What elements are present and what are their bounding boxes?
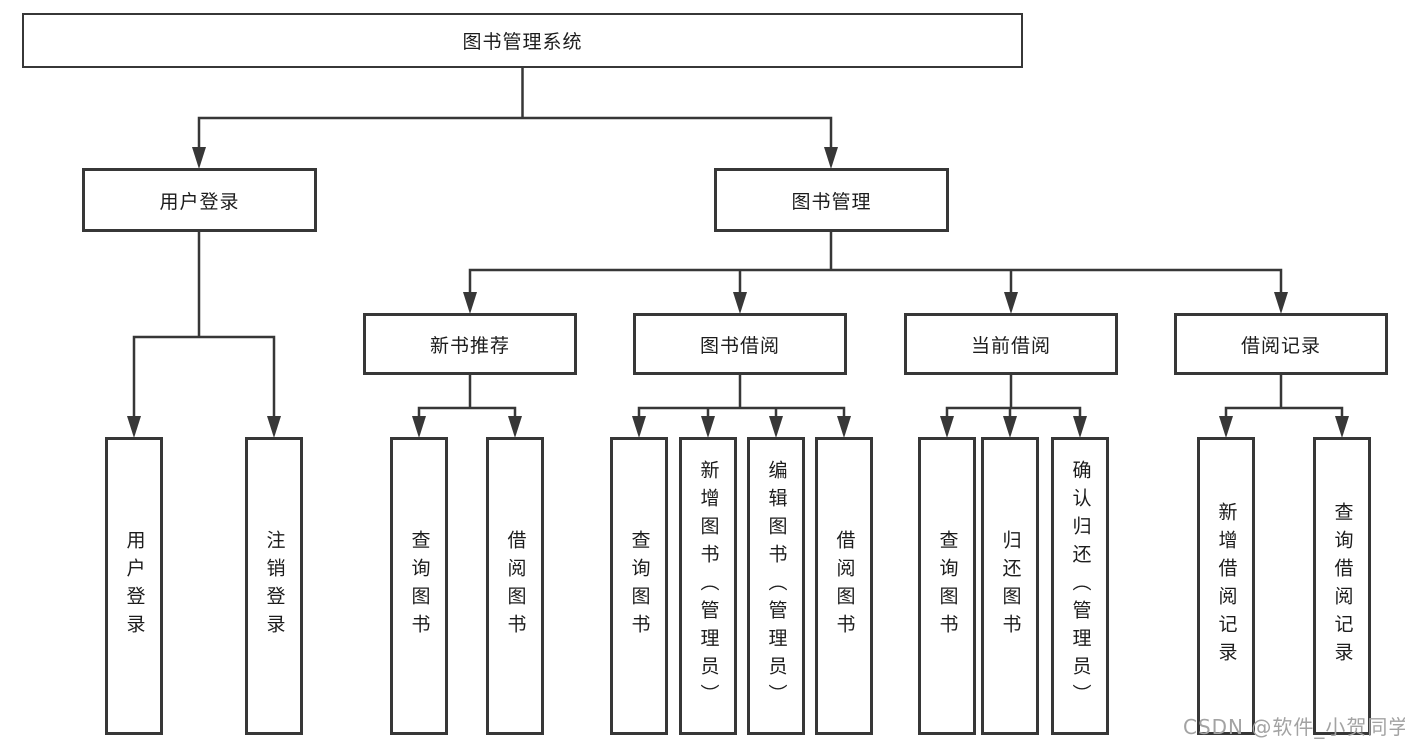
node-label: 用户登录 bbox=[159, 190, 240, 213]
leaf-confirm-return-admin: 确认归还（管理员） bbox=[1051, 437, 1109, 735]
arrowhead-icon bbox=[632, 416, 646, 438]
arrowhead-icon bbox=[1004, 292, 1018, 314]
node-label: 借阅图书 bbox=[833, 530, 856, 642]
arrowhead-icon bbox=[412, 416, 426, 438]
node-current-borrowing: 当前借阅 bbox=[904, 313, 1118, 375]
leaf-return-books: 归还图书 bbox=[981, 437, 1039, 735]
node-label: 注销登录 bbox=[263, 530, 286, 642]
node-book-management: 图书管理 bbox=[714, 168, 949, 232]
leaf-query-books-recommend: 查询图书 bbox=[390, 437, 448, 735]
leaf-query-books-borrowing: 查询图书 bbox=[610, 437, 668, 735]
node-label: 查询借阅记录 bbox=[1331, 502, 1354, 670]
node-label: 用户登录 bbox=[123, 530, 146, 642]
arrowhead-icon bbox=[267, 416, 281, 438]
arrowhead-icon bbox=[769, 416, 783, 438]
arrowhead-icon bbox=[1073, 416, 1087, 438]
node-label: 新增图书（管理员） bbox=[697, 460, 720, 712]
arrowhead-icon bbox=[192, 147, 206, 169]
leaf-borrow-books-recommend: 借阅图书 bbox=[486, 437, 544, 735]
leaf-query-books-current: 查询图书 bbox=[918, 437, 976, 735]
node-label: 借阅记录 bbox=[1240, 334, 1321, 357]
arrowhead-icon bbox=[1335, 416, 1349, 438]
arrowhead-icon bbox=[701, 416, 715, 438]
arrowhead-icon bbox=[824, 147, 838, 169]
leaf-edit-book-admin: 编辑图书（管理员） bbox=[747, 437, 805, 735]
node-label: 新书推荐 bbox=[429, 334, 510, 357]
arrowhead-icon bbox=[940, 416, 954, 438]
node-library-management-system: 图书管理系统 bbox=[22, 13, 1023, 68]
node-user-login: 用户登录 bbox=[82, 168, 317, 232]
node-borrowing-records: 借阅记录 bbox=[1174, 313, 1388, 375]
arrowhead-icon bbox=[1274, 292, 1288, 314]
node-label: 借阅图书 bbox=[504, 530, 527, 642]
node-label: 确认归还（管理员） bbox=[1069, 460, 1092, 712]
node-label: 查询图书 bbox=[936, 530, 959, 642]
node-label: 编辑图书（管理员） bbox=[765, 460, 788, 712]
node-label: 当前借阅 bbox=[970, 334, 1051, 357]
node-label: 归还图书 bbox=[999, 530, 1022, 642]
node-label: 图书借阅 bbox=[699, 334, 780, 357]
arrowhead-icon bbox=[837, 416, 851, 438]
node-label: 图书管理系统 bbox=[462, 31, 583, 53]
leaf-logout: 注销登录 bbox=[245, 437, 303, 735]
arrowhead-icon bbox=[127, 416, 141, 438]
leaf-add-book-admin: 新增图书（管理员） bbox=[679, 437, 737, 735]
arrowhead-icon bbox=[463, 292, 477, 314]
watermark-text: CSDN @软件_小贺同学 bbox=[1183, 715, 1405, 739]
node-book-borrowing: 图书借阅 bbox=[633, 313, 847, 375]
node-label: 图书管理 bbox=[791, 190, 872, 213]
node-label: 查询图书 bbox=[628, 530, 651, 642]
leaf-borrow-books-borrowing: 借阅图书 bbox=[815, 437, 873, 735]
arrowhead-icon bbox=[1003, 416, 1017, 438]
arrowhead-icon bbox=[733, 292, 747, 314]
arrowhead-icon bbox=[508, 416, 522, 438]
leaf-user-login: 用户登录 bbox=[105, 437, 163, 735]
node-new-book-recommend: 新书推荐 bbox=[363, 313, 577, 375]
node-label: 查询图书 bbox=[408, 530, 431, 642]
leaf-add-borrow-record: 新增借阅记录 bbox=[1197, 437, 1255, 735]
node-label: 新增借阅记录 bbox=[1215, 502, 1238, 670]
arrowhead-icon bbox=[1219, 416, 1233, 438]
leaf-query-borrow-record: 查询借阅记录 bbox=[1313, 437, 1371, 735]
